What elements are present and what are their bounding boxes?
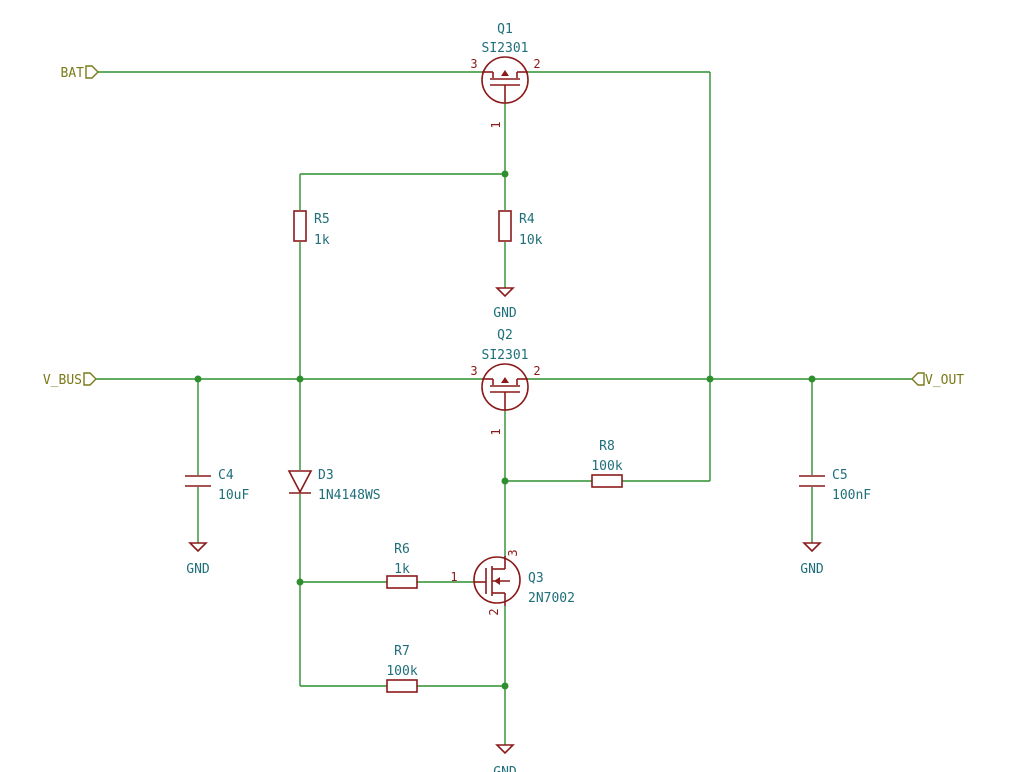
q3-pin-gate: 1	[450, 570, 457, 584]
component-q3[interactable]: Q3 2N7002 1 3 2	[450, 549, 575, 615]
ground-q3: GND	[493, 744, 517, 772]
junction-dot	[296, 375, 304, 383]
ground-icon	[188, 542, 208, 553]
gnd-label: GND	[186, 562, 210, 577]
port-bat[interactable]: BAT	[61, 65, 99, 81]
mosfet-arrow-icon	[501, 70, 509, 76]
port-arrow-icon	[83, 372, 97, 386]
r7-ref: R7	[394, 644, 410, 659]
resistor-icon	[293, 210, 307, 242]
r4-ref: R4	[519, 212, 535, 227]
q1-pin-gate: 1	[489, 121, 503, 128]
ground-r4: GND	[493, 287, 517, 321]
resistor-icon	[386, 575, 418, 589]
junction-dot	[501, 477, 509, 485]
c5-ref: C5	[832, 468, 848, 483]
q1-pin-right: 2	[533, 57, 540, 71]
resistor-icon	[591, 474, 623, 488]
mosfet-arrow-icon	[494, 577, 500, 585]
net-label-vout: V_OUT	[925, 373, 964, 388]
q2-ref: Q2	[497, 328, 513, 343]
junction-dot	[501, 682, 509, 690]
q3-value: 2N7002	[528, 591, 575, 606]
r8-value: 100k	[591, 459, 622, 474]
r4-value: 10k	[519, 233, 543, 248]
r6-ref: R6	[394, 542, 410, 557]
ground-icon	[495, 744, 515, 755]
c4-value: 10uF	[218, 488, 249, 503]
port-arrow-icon	[911, 372, 925, 386]
component-r8[interactable]: R8 100k	[591, 439, 623, 488]
q3-pin-drain: 3	[506, 549, 520, 556]
gnd-label: GND	[493, 765, 517, 772]
d3-value: 1N4148WS	[318, 488, 381, 503]
q1-pin-left: 3	[470, 57, 477, 71]
component-r7[interactable]: R7 100k	[386, 644, 418, 693]
r6-value: 1k	[394, 562, 410, 577]
component-q2[interactable]: Q2 SI2301 3 2 1	[470, 328, 540, 436]
diode-icon	[287, 470, 313, 494]
q2-pin-right: 2	[533, 364, 540, 378]
gnd-label: GND	[493, 306, 517, 321]
component-q1[interactable]: Q1 SI2301 3 2 1	[470, 22, 540, 129]
r7-value: 100k	[386, 664, 417, 679]
gnd-label: GND	[800, 562, 824, 577]
resistor-icon	[386, 679, 418, 693]
junction-dot	[706, 375, 714, 383]
component-r4[interactable]: R4 10k	[498, 210, 543, 248]
q3-pin-source: 2	[487, 608, 501, 615]
r8-ref: R8	[599, 439, 615, 454]
component-r5[interactable]: R5 1k	[293, 210, 330, 248]
port-vbus[interactable]: V_BUS	[43, 372, 97, 388]
c4-ref: C4	[218, 468, 234, 483]
component-r6[interactable]: R6 1k	[386, 542, 418, 589]
junctions	[194, 170, 816, 690]
net-label-vbus: V_BUS	[43, 373, 82, 388]
net-label-bat: BAT	[61, 66, 85, 81]
q2-pin-gate: 1	[489, 428, 503, 435]
q1-ref: Q1	[497, 22, 513, 37]
junction-dot	[808, 375, 816, 383]
junction-dot	[194, 375, 202, 383]
component-d3[interactable]: D3 1N4148WS	[287, 468, 381, 503]
junction-dot	[296, 578, 304, 586]
r5-ref: R5	[314, 212, 330, 227]
q2-value: SI2301	[482, 348, 529, 363]
component-c4[interactable]: C4 10uF	[185, 468, 249, 503]
ground-icon	[495, 287, 515, 298]
mosfet-icon	[481, 56, 529, 104]
q3-ref: Q3	[528, 571, 544, 586]
port-arrow-icon	[85, 65, 99, 79]
ground-c4: GND	[186, 542, 210, 577]
component-c5[interactable]: C5 100nF	[799, 468, 871, 503]
mosfet-icon	[473, 556, 521, 604]
d3-ref: D3	[318, 468, 334, 483]
mosfet-arrow-icon	[501, 377, 509, 383]
q1-value: SI2301	[482, 41, 529, 56]
c5-value: 100nF	[832, 488, 871, 503]
resistor-icon	[498, 210, 512, 242]
ground-c5: GND	[800, 542, 824, 577]
wires	[96, 71, 912, 745]
ground-icon	[802, 542, 822, 553]
r5-value: 1k	[314, 233, 330, 248]
q2-pin-left: 3	[470, 364, 477, 378]
junction-dot	[501, 170, 509, 178]
port-vout[interactable]: V_OUT	[911, 372, 964, 388]
